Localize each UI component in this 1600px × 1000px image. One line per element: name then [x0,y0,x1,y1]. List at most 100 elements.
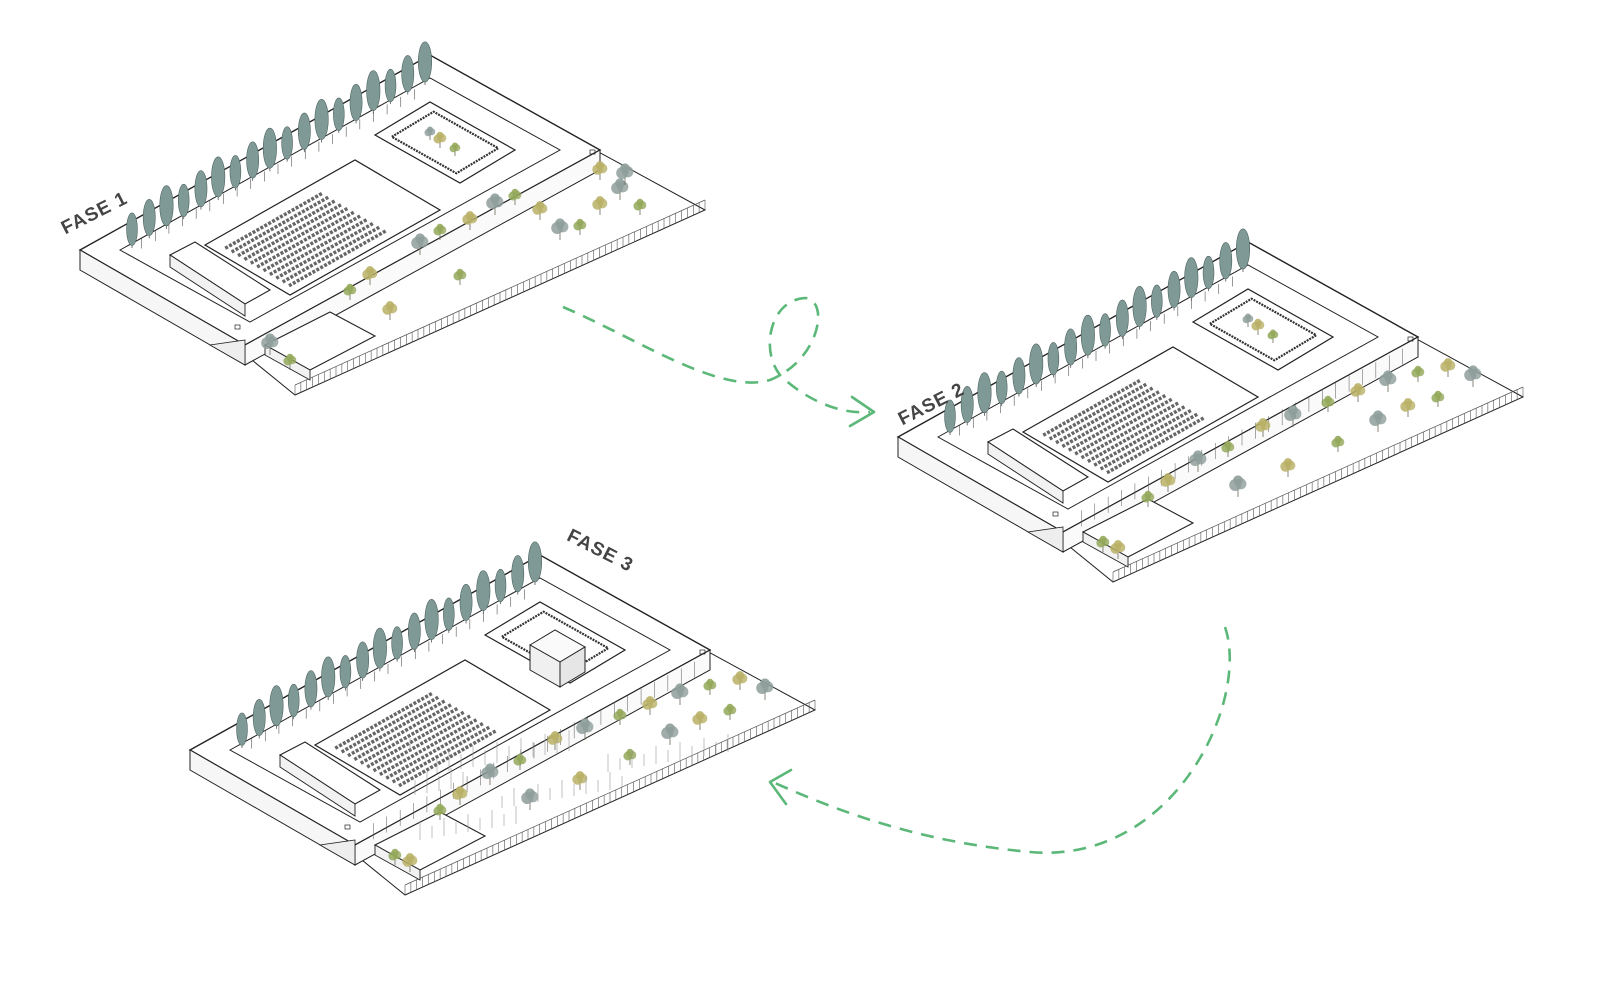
deciduous-tree-icon [452,786,468,805]
deciduous-tree-icon [1221,440,1235,457]
cypress-tree-icon [142,198,156,239]
cypress-tree-icon [333,97,345,133]
deciduous-tree-icon [462,211,478,230]
deciduous-tree-icon [1280,458,1296,477]
deciduous-tree-icon [1141,490,1155,507]
deciduous-tree-icon [1242,313,1254,327]
deciduous-tree-icon [1331,435,1345,452]
cypress-tree-icon [384,68,397,105]
deciduous-tree-icon [1189,450,1207,472]
cypress-tree-icon [511,555,525,595]
deciduous-tree-icon [1440,358,1456,377]
deciduous-tree-icon [611,178,629,200]
deciduous-tree-icon [283,353,297,370]
cypress-tree-icon [459,583,473,624]
cypress-tree-icon [407,612,421,653]
deciduous-tree-icon [1110,540,1126,559]
deciduous-tree-icon [661,723,679,745]
cypress-tree-icon [314,98,329,143]
cypress-tree-icon [356,641,370,681]
deciduous-tree-icon [1431,390,1445,407]
cypress-tree-icon [977,372,992,416]
deciduous-tree-icon [424,126,436,140]
deciduous-tree-icon [1321,395,1335,412]
cypress-tree-icon [1029,343,1044,388]
cypress-tree-icon [1080,314,1095,359]
cypress-tree-icon [1132,285,1147,330]
cypress-tree-icon [321,656,336,701]
deciduous-tree-icon [703,678,717,695]
deciduous-tree-icon [433,131,447,148]
deciduous-tree-icon [1229,475,1247,497]
deciduous-tree-icon [343,283,357,300]
cypress-tree-icon [401,55,415,95]
deciduous-tree-icon [551,218,569,240]
deciduous-tree-icon [1255,418,1271,437]
cypress-tree-icon [1167,270,1181,311]
cypress-tree-icon [944,399,956,435]
deciduous-tree-icon [261,333,279,355]
cypress-tree-icon [252,698,266,739]
cypress-tree-icon [1151,284,1163,320]
cypress-tree-icon [995,370,1008,407]
cypress-tree-icon [281,126,293,162]
cypress-tree-icon [1235,228,1251,272]
cloister-courtyard [373,101,517,184]
cypress-tree-icon [1184,257,1199,301]
deciduous-tree-icon [402,853,418,872]
deciduous-tree-icon [633,198,647,215]
deciduous-tree-icon [449,142,461,156]
deciduous-tree-icon [433,803,447,820]
deciduous-tree-icon [576,718,594,740]
deciduous-tree-icon [592,161,608,180]
solar-field [313,659,552,796]
phase-arrows [562,296,1231,854]
deciduous-tree-icon [513,753,527,770]
cypress-tree-icon [269,685,284,729]
cypress-tree-icon [1115,299,1129,340]
deciduous-tree-icon [521,788,539,810]
cypress-tree-icon [527,541,543,585]
deciduous-tree-icon [481,763,499,785]
phase-2-model [896,228,1525,583]
phase-3-model [188,541,817,896]
deciduous-tree-icon [723,703,737,720]
cypress-tree-icon [391,626,403,662]
cypress-tree-icon [417,41,433,85]
deciduous-tree-icon [613,708,627,725]
arrow-head-icon [768,768,793,806]
deciduous-tree-icon [671,683,689,705]
deciduous-tree-icon [1160,473,1176,492]
deciduous-tree-icon [388,848,402,865]
arrow-phase-2-to-3 [774,626,1231,854]
cypress-tree-icon [236,712,248,748]
deciduous-tree-icon [1369,410,1387,432]
deciduous-tree-icon [572,771,588,790]
perimeter-fence [404,699,816,895]
solar-field [203,159,442,296]
deciduous-tree-icon [547,731,563,750]
cypress-tree-icon [424,598,439,643]
deciduous-tree-icon [1251,318,1265,335]
arrow-head-icon [848,395,876,428]
cypress-tree-icon [211,156,226,201]
cypress-tree-icon [126,212,138,248]
cypress-tree-icon [960,385,974,426]
perimeter-fence [1112,386,1524,582]
cypress-tree-icon [372,627,387,672]
cypress-tree-icon [246,141,260,181]
cypress-tree-icon [1099,313,1111,349]
deciduous-tree-icon [1350,383,1366,402]
cypress-tree-icon [304,670,318,710]
deciduous-tree-icon [573,218,587,235]
deciduous-tree-icon [692,711,708,730]
cypress-tree-icon [1047,342,1060,378]
cypress-tree-icon [177,183,190,220]
cloister-courtyard [1191,288,1335,371]
deciduous-tree-icon [411,233,429,255]
cypress-tree-icon [297,112,311,153]
cypress-tree-icon [194,170,208,210]
cypress-tree-icon [349,83,363,124]
deciduous-tree-icon [453,268,467,285]
